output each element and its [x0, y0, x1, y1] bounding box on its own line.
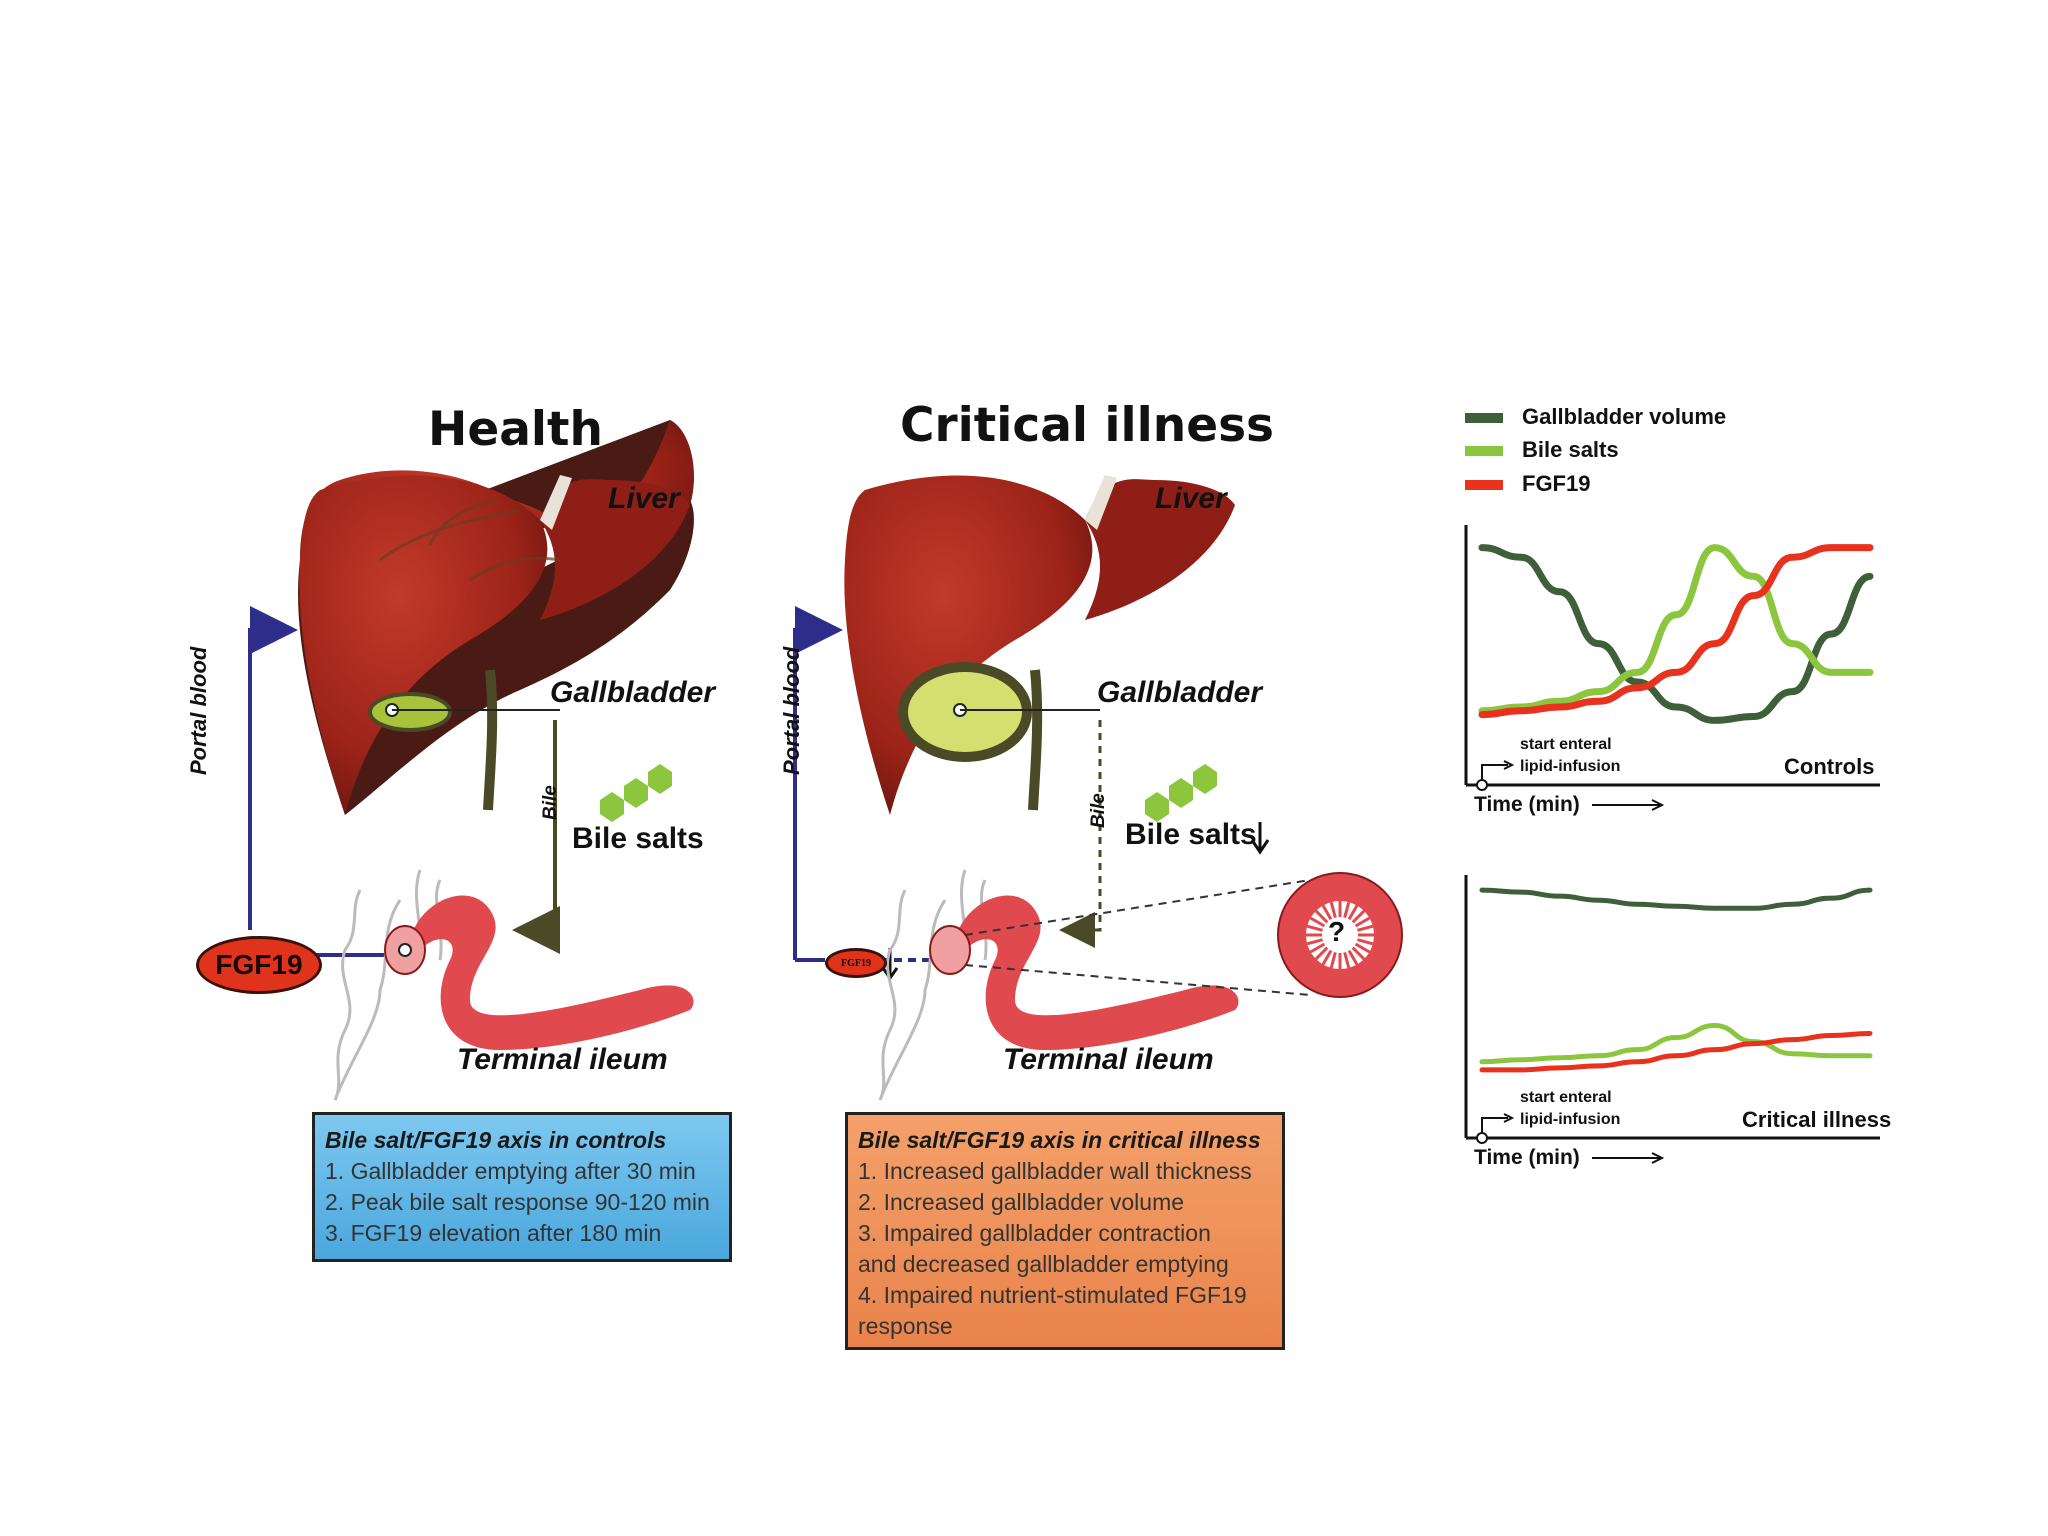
health-fgf19-label: FGF19 [215, 949, 302, 981]
controls-annotation-line1: start enteral [1520, 736, 1612, 754]
controls-panel-label: Controls [1784, 754, 1874, 780]
health-bile-salts-label: Bile salts [572, 822, 704, 856]
illness-fgf19-badge: FGF19 [825, 948, 887, 978]
health-summary-box: Bile salt/FGF19 axis in controls 1. Gall… [312, 1112, 732, 1262]
health-portal-blood-label: Portal blood [186, 647, 212, 775]
illness-annotation-line2: lipid-infusion [1520, 1111, 1620, 1129]
illness-x-axis-label: Time (min) [1474, 1146, 1580, 1170]
legend-fgf19: FGF19 [1522, 471, 1590, 497]
health-box-line: 3. FGF19 elevation after 180 min [325, 1218, 719, 1249]
health-fgf19-badge: FGF19 [196, 936, 322, 994]
health-title: Health [428, 402, 603, 457]
illness-liver [844, 475, 1235, 815]
illness-liver-label: Liver [1155, 482, 1227, 516]
illness-bile-salts-label: Bile salts [1125, 818, 1257, 852]
illness-portal-blood-label: Portal blood [779, 647, 805, 775]
series-line-gallbladder-volume [1482, 890, 1870, 908]
legend-bile-salts: Bile salts [1522, 437, 1619, 463]
controls-annotation-line2: lipid-infusion [1520, 758, 1620, 776]
controls-x-axis-label: Time (min) [1474, 793, 1580, 817]
illness-box-line: 4. Impaired nutrient-stimulated FGF19 [858, 1280, 1272, 1311]
health-ileum-label: Terminal ileum [457, 1043, 668, 1077]
legend-swatches [1465, 413, 1503, 490]
health-bile-salt-molecule [600, 764, 672, 822]
illness-fgf19-label: FGF19 [841, 958, 871, 969]
health-bile-path [520, 720, 555, 930]
illness-box-line: 1. Increased gallbladder wall thickness [858, 1156, 1272, 1187]
illness-box-line: and decreased gallbladder emptying [858, 1249, 1272, 1280]
illness-bile-salt-molecule [1145, 764, 1217, 822]
illness-title: Critical illness [900, 398, 1274, 453]
illness-summary-box: Bile salt/FGF19 axis in critical illness… [845, 1112, 1285, 1350]
illness-question-mark: ? [1328, 916, 1345, 948]
health-box-line: 2. Peak bile salt response 90-120 min [325, 1187, 719, 1218]
illness-ileum-label: Terminal ileum [1003, 1043, 1214, 1077]
illness-box-line: 2. Increased gallbladder volume [858, 1187, 1272, 1218]
health-liver-label: Liver [608, 482, 680, 516]
illness-box-line: response [858, 1311, 1272, 1342]
illness-bile-label: Bile [1088, 793, 1110, 828]
health-box-line: 1. Gallbladder emptying after 30 min [325, 1156, 719, 1187]
illness-box-line: 3. Impaired gallbladder contraction [858, 1218, 1272, 1249]
legend-gallbladder-volume: Gallbladder volume [1522, 404, 1726, 430]
health-box-heading: Bile salt/FGF19 axis in controls [325, 1125, 719, 1156]
health-bile-label: Bile [540, 785, 562, 820]
illness-box-heading: Bile salt/FGF19 axis in critical illness [858, 1125, 1272, 1156]
illness-gallbladder-label: Gallbladder [1097, 676, 1262, 710]
illness-annotation-line1: start enteral [1520, 1089, 1612, 1107]
illness-panel-label: Critical illness [1742, 1107, 1891, 1133]
series-line-gallbladder-volume [1482, 548, 1870, 721]
health-gallbladder-label: Gallbladder [550, 676, 715, 710]
health-liver [298, 420, 694, 815]
